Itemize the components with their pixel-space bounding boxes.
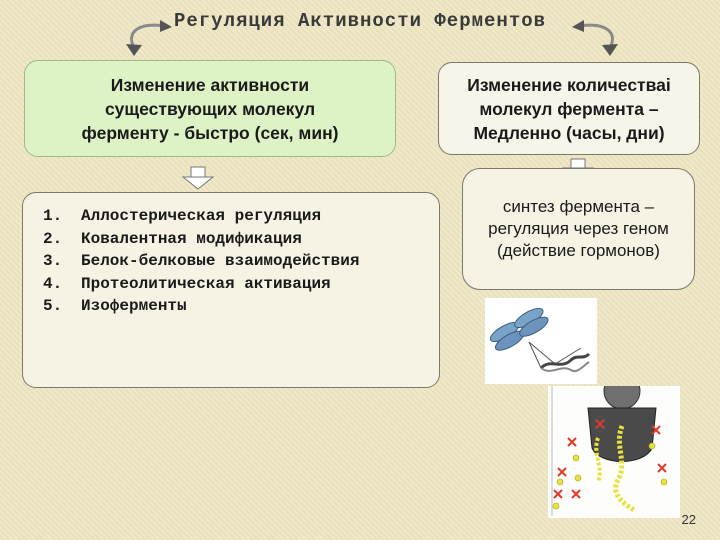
slide-title: Регуляция Активности Ферментов [173, 10, 547, 32]
list-item: 4. Протеолитическая активация [43, 273, 359, 296]
list-number: 5. [43, 297, 63, 315]
enzyme-synthesis-line-1: синтез фермента – [502, 197, 655, 216]
enzyme-synthesis-line-2: регуляция через геном [488, 219, 669, 238]
regulation-methods-box: 1. Аллостерическая регуляция 2. Ковалентна… [22, 192, 440, 388]
list-item-text: Изоферменты [81, 297, 187, 315]
slow-regulation-line-2: молекул фермента – [479, 98, 659, 119]
list-item: 3. Белок-белковые взаимодействия [43, 250, 359, 273]
regulation-methods-list: 1. Аллостерическая регуляция 2. Ковалентна… [23, 205, 359, 318]
fast-regulation-line-3: ферменту - быстро (сек, мин) [81, 122, 339, 143]
enzyme-synthesis-box: синтез фермента – регуляция через геном … [462, 168, 695, 290]
cell-receptor-icon [551, 372, 668, 516]
list-item: 2. Ковалентная модификация [43, 228, 359, 251]
slow-regulation-line-1: Изменение количестваi [467, 74, 671, 95]
list-item-text: Ковалентная модификация [81, 229, 302, 248]
list-item: 1. Аллостерическая регуляция [43, 205, 359, 228]
slow-regulation-box: Изменение количестваi молекул фермента –… [438, 62, 700, 155]
list-number: 3. [43, 252, 63, 270]
cell-signaling-illustration [548, 372, 680, 518]
chromosome-icon [489, 307, 591, 372]
fast-regulation-box: Изменение активности существующих молеку… [24, 60, 396, 157]
fast-regulation-line-2: существующих молекул [104, 98, 316, 119]
curved-arrow-right-icon [572, 20, 618, 56]
slow-regulation-line-3: Медленно (часы, дни) [473, 122, 665, 143]
list-number: 1. [43, 207, 63, 225]
list-number: 4. [43, 274, 63, 293]
list-item-text: Протеолитическая активация [81, 274, 331, 293]
list-item-text: Аллостерическая регуляция [81, 207, 322, 225]
list-number: 2. [43, 229, 63, 248]
page-number: 22 [681, 512, 696, 527]
curved-arrow-left-icon [126, 20, 172, 56]
list-item-text: Белок-белковые взаимодействия [81, 252, 360, 270]
list-item: 5. Изоферменты [43, 295, 359, 318]
fast-regulation-line-1: Изменение активности [110, 74, 310, 95]
enzyme-synthesis-line-3: (действие гормонов) [497, 241, 660, 260]
chromosome-dna-illustration [485, 298, 597, 384]
down-arrow-left-icon [181, 166, 215, 190]
